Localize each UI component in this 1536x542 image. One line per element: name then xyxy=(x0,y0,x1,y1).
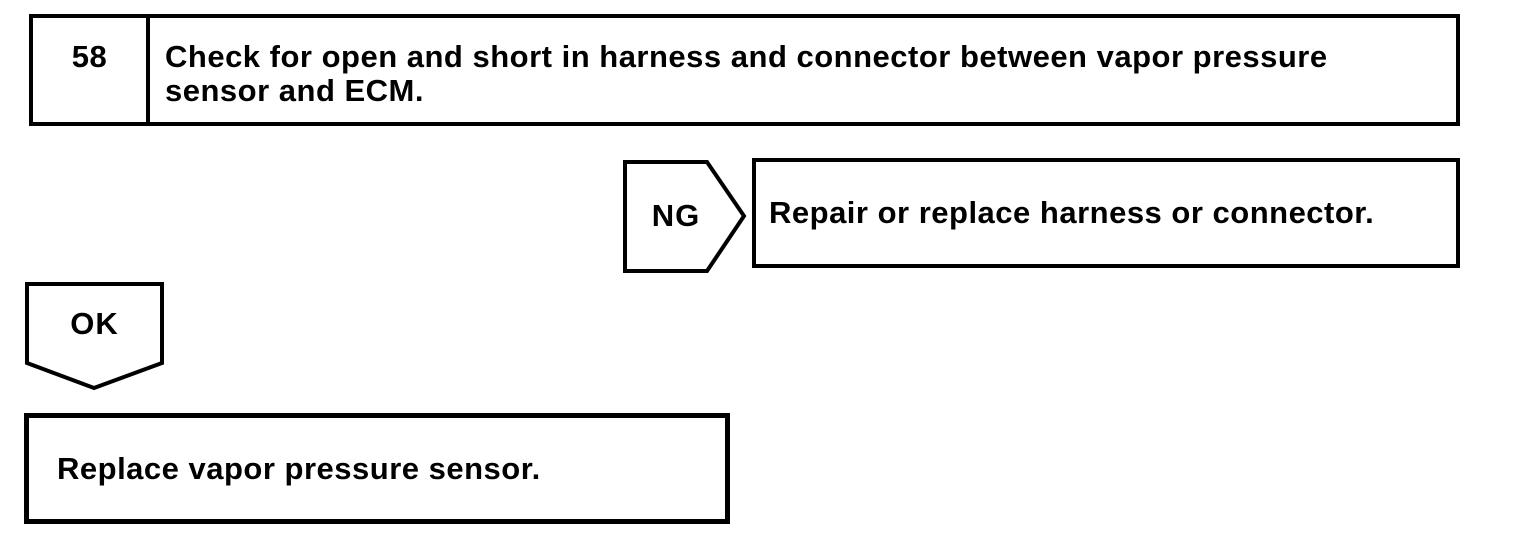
ok-action-box: Replace vapor pressure sensor. xyxy=(24,413,730,524)
step-instruction-text: Check for open and short in harness and … xyxy=(165,39,1328,108)
ok-pointer-pentagon-icon xyxy=(25,282,164,391)
ng-action-text: Repair or replace harness or connector. xyxy=(769,195,1375,230)
ng-branch-label: NG xyxy=(651,198,701,233)
ok-action-text: Replace vapor pressure sensor. xyxy=(57,450,541,486)
step-box: 58 Check for open and short in harness a… xyxy=(29,14,1460,126)
step-instruction-cell: Check for open and short in harness and … xyxy=(150,18,1425,122)
ok-branch-label: OK xyxy=(70,305,119,341)
ng-pointer-pentagon-icon xyxy=(623,160,747,273)
ng-action-box: Repair or replace harness or connector. xyxy=(752,158,1460,268)
step-number: 58 xyxy=(33,18,150,122)
